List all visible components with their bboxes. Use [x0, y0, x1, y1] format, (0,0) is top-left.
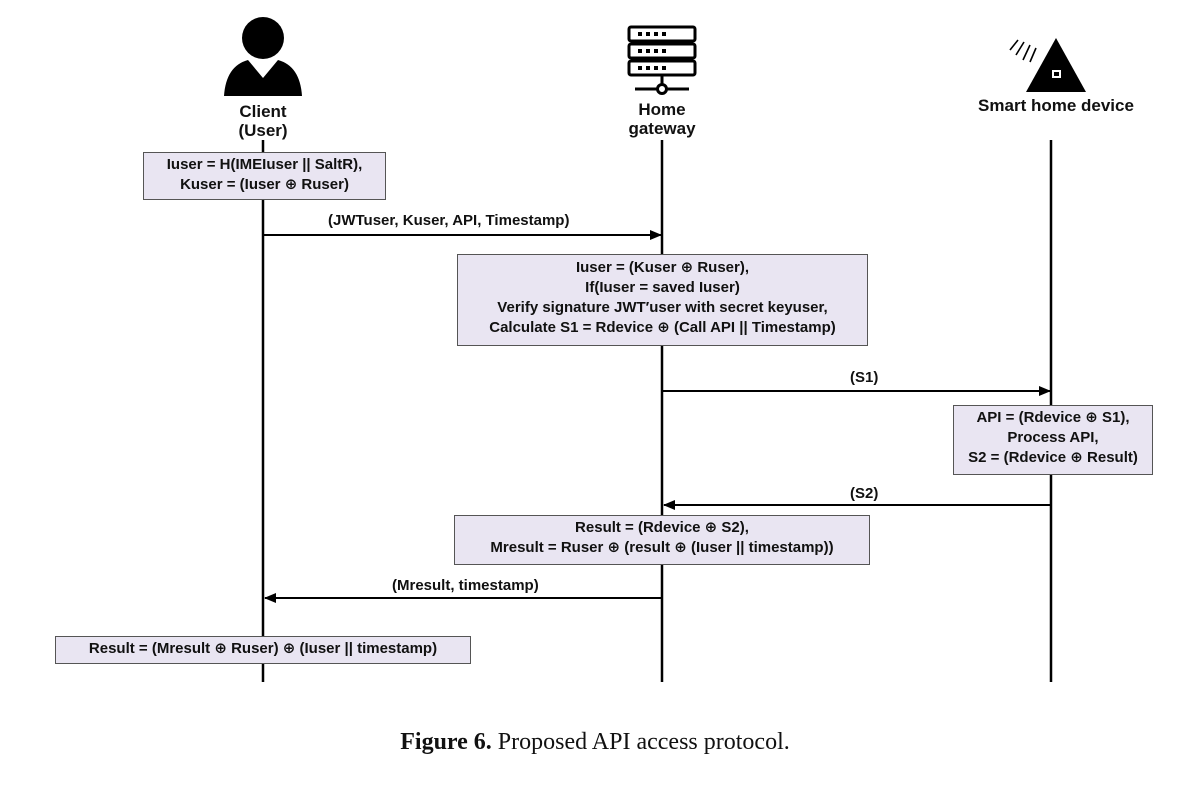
client-result-line1: Result = (Mresult ⊕ Ruser) ⊕ (Iuser || t… [88, 640, 438, 657]
client-label-line1: Client [239, 102, 287, 121]
message-m2-label: (S1) [850, 369, 879, 386]
gateway-label-line2: gateway [628, 119, 696, 138]
server-dots [638, 32, 666, 70]
gateway-verify-line4: Calculate S1 = Rdevice ⊕ (Call API || Ti… [489, 319, 836, 336]
device-process-line2: Process API, [1007, 429, 1099, 446]
message-m3-label: (S2) [850, 485, 879, 502]
client-label-line2: (User) [238, 121, 288, 140]
gateway-label: Home gateway [612, 100, 712, 138]
client-label: Client (User) [213, 102, 313, 140]
message-m4-label: (Mresult, timestamp) [392, 577, 539, 594]
client-init-line2: Kuser = (Iuser ⊕ Ruser) [180, 176, 349, 193]
gateway-verify-line3: Verify signature JWT′user with secret ke… [497, 299, 828, 316]
gateway-verify-line2: If(Iuser = saved Iuser) [585, 279, 740, 296]
server-icon [627, 25, 697, 95]
client-init-box: Iuser = H(IMEIuser || SaltR), Kuser = (I… [143, 152, 386, 200]
figure-caption-label: Figure 6. [400, 729, 492, 755]
gateway-verify-box: Iuser = (Kuser ⊕ Ruser), If(Iuser = save… [457, 254, 868, 346]
figure-caption-text: Proposed API access protocol. [491, 729, 790, 755]
figure-caption: Figure 6. Proposed API access protocol. [0, 729, 1190, 756]
device-process-box: API = (Rdevice ⊕ S1), Process API, S2 = … [953, 405, 1153, 475]
device-process-line3: S2 = (Rdevice ⊕ Result) [968, 449, 1138, 466]
gateway-label-line1: Home [638, 100, 686, 119]
gateway-result-line2: Mresult = Ruser ⊕ (result ⊕ (Iuser || ti… [490, 539, 834, 556]
message-m1-label: (JWTuser, Kuser, API, Timestamp) [328, 212, 570, 229]
client-result-box: Result = (Mresult ⊕ Ruser) ⊕ (Iuser || t… [55, 636, 471, 664]
person-icon [224, 17, 302, 96]
device-process-line1: API = (Rdevice ⊕ S1), [976, 409, 1130, 426]
client-init-line1: Iuser = H(IMEIuser || SaltR), [166, 156, 363, 173]
device-label: Smart home device [978, 96, 1134, 115]
gateway-result-box: Result = (Rdevice ⊕ S2), Mresult = Ruser… [454, 515, 870, 565]
gateway-result-line1: Result = (Rdevice ⊕ S2), [575, 519, 749, 536]
smart-home-device-icon [1009, 38, 1086, 92]
gateway-verify-line1: Iuser = (Kuser ⊕ Ruser), [575, 259, 750, 276]
